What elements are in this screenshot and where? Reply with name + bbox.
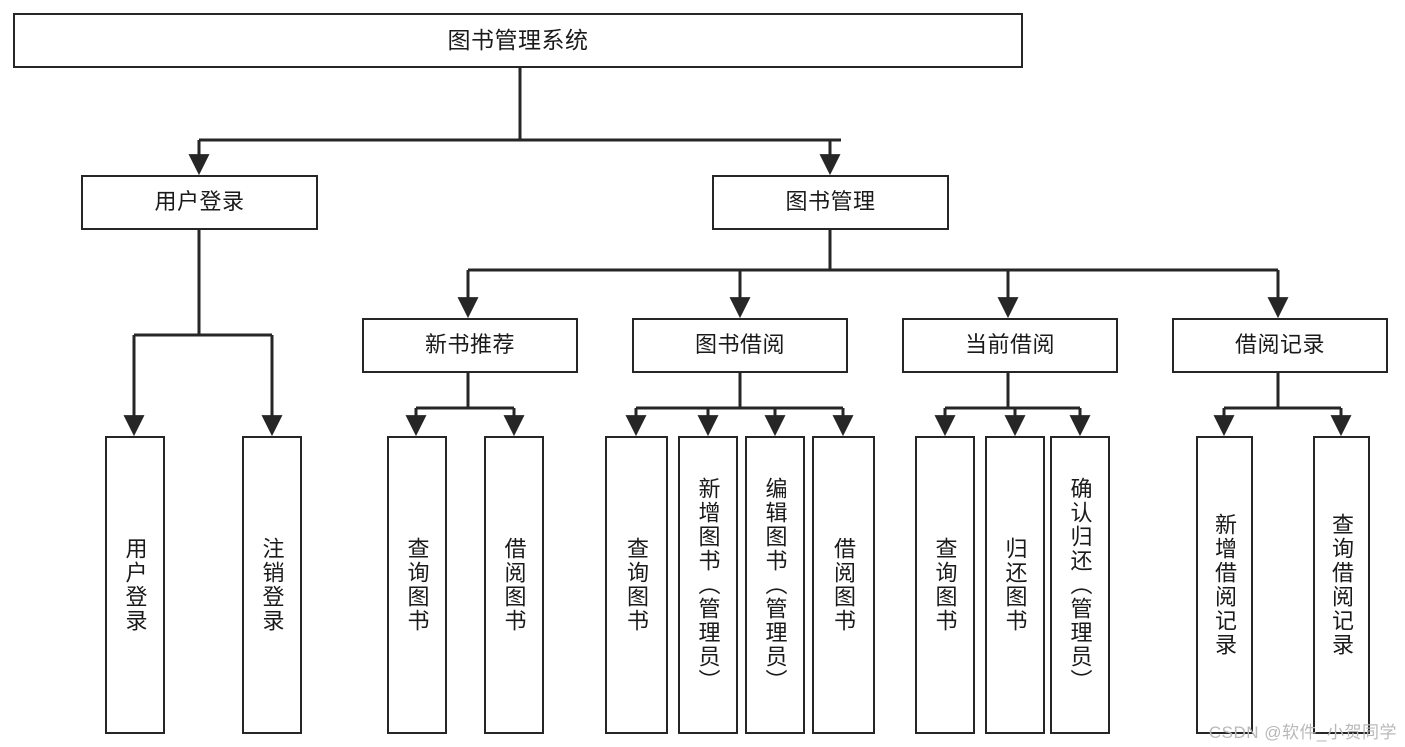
node-leaf-query-book-2-label: 查询图书 xyxy=(624,537,650,633)
node-leaf-confirm-return[interactable]: 确认归还（管理员） xyxy=(1050,436,1110,734)
node-leaf-query-book-2[interactable]: 查询图书 xyxy=(605,436,668,734)
node-leaf-confirm-return-label: 确认归还（管理员） xyxy=(1067,477,1093,693)
node-leaf-borrow-book-2-label: 借阅图书 xyxy=(831,537,857,633)
node-leaf-return-book[interactable]: 归还图书 xyxy=(985,436,1045,734)
node-leaf-edit-book[interactable]: 编辑图书（管理员） xyxy=(745,436,805,734)
node-new-book-recommend[interactable]: 新书推荐 xyxy=(362,318,578,373)
node-leaf-query-record-label: 查询借阅记录 xyxy=(1329,513,1355,657)
node-leaf-query-record[interactable]: 查询借阅记录 xyxy=(1313,436,1370,734)
node-leaf-user-login-label: 用户登录 xyxy=(122,537,148,633)
node-leaf-query-book-1[interactable]: 查询图书 xyxy=(387,436,447,734)
node-leaf-borrow-book-1-label: 借阅图书 xyxy=(501,537,527,633)
node-root-label: 图书管理系统 xyxy=(447,26,589,53)
node-book-borrow[interactable]: 图书借阅 xyxy=(632,318,848,373)
node-leaf-query-book-3[interactable]: 查询图书 xyxy=(915,436,975,734)
node-book-management[interactable]: 图书管理 xyxy=(712,175,949,230)
watermark: CSDN @软件_小贺同学 xyxy=(1208,723,1397,742)
node-new-book-recommend-label: 新书推荐 xyxy=(424,332,515,358)
node-leaf-add-book-label: 新增图书（管理员） xyxy=(695,477,721,693)
node-leaf-query-book-1-label: 查询图书 xyxy=(404,537,430,633)
node-book-management-label: 图书管理 xyxy=(785,189,876,215)
node-leaf-borrow-book-2[interactable]: 借阅图书 xyxy=(812,436,875,734)
node-current-borrow-label: 当前借阅 xyxy=(964,332,1055,358)
node-user-login-label: 用户登录 xyxy=(154,189,245,215)
node-leaf-user-login[interactable]: 用户登录 xyxy=(105,436,165,734)
node-leaf-add-record-label: 新增借阅记录 xyxy=(1212,513,1238,657)
node-current-borrow[interactable]: 当前借阅 xyxy=(902,318,1118,373)
node-book-borrow-label: 图书借阅 xyxy=(694,332,785,358)
node-borrow-record[interactable]: 借阅记录 xyxy=(1172,318,1388,373)
node-leaf-add-book[interactable]: 新增图书（管理员） xyxy=(678,436,738,734)
node-leaf-borrow-book-1[interactable]: 借阅图书 xyxy=(484,436,544,734)
node-root[interactable]: 图书管理系统 xyxy=(13,13,1023,68)
node-leaf-logout-label: 注销登录 xyxy=(259,537,285,633)
node-borrow-record-label: 借阅记录 xyxy=(1234,332,1325,358)
node-leaf-logout[interactable]: 注销登录 xyxy=(242,436,302,734)
node-leaf-return-book-label: 归还图书 xyxy=(1002,537,1028,633)
node-user-login[interactable]: 用户登录 xyxy=(81,175,318,230)
node-leaf-query-book-3-label: 查询图书 xyxy=(932,537,958,633)
node-leaf-edit-book-label: 编辑图书（管理员） xyxy=(762,477,788,693)
node-leaf-add-record[interactable]: 新增借阅记录 xyxy=(1196,436,1253,734)
